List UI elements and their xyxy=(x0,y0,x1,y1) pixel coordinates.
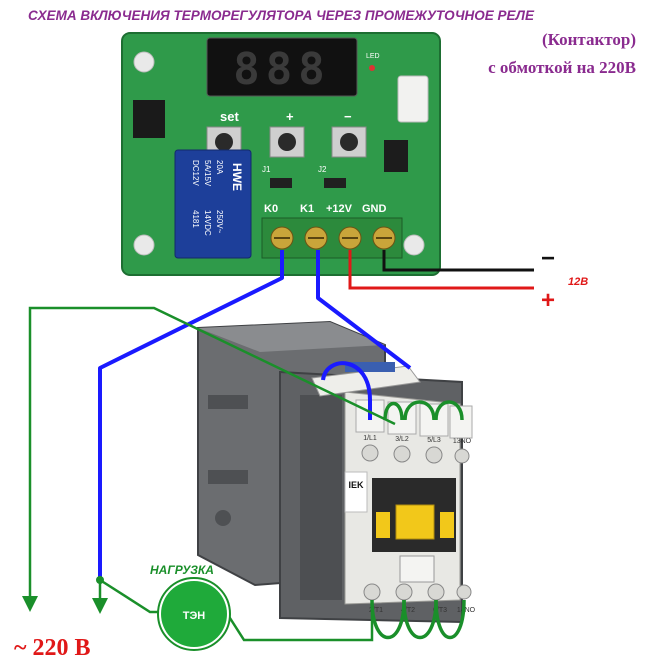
k1-wire xyxy=(316,250,412,370)
load-label: НАГРУЗКА xyxy=(150,563,214,577)
relay-brand: HWE xyxy=(230,163,244,191)
relay-voltage: DC12V xyxy=(191,160,200,186)
mount-hole xyxy=(403,234,425,256)
terminal-label-k0: K0 xyxy=(264,203,278,215)
contactor-screw xyxy=(215,510,231,526)
terminal-label-l1: 1/L1 xyxy=(363,435,377,442)
contactor-top xyxy=(198,322,385,352)
junction-dot xyxy=(96,576,104,584)
relay-markings: HWE 20A 5A/15V DC12V 250V~ 14VDC 4181 xyxy=(191,160,244,236)
control-wires xyxy=(98,250,412,580)
terminal-label-t2: 4/T2 xyxy=(401,607,415,614)
terminal-screw-k0[interactable] xyxy=(270,226,294,250)
load-return-wire xyxy=(226,600,374,642)
bottom-jumper-3 xyxy=(434,599,466,640)
contactor-rib xyxy=(208,395,248,409)
relay xyxy=(174,149,252,259)
gnd-wire xyxy=(382,250,534,272)
contactor-rib xyxy=(208,470,248,484)
terminal-label-13no: 13NO xyxy=(453,438,472,445)
smd-part xyxy=(270,178,292,188)
subtitle-line-2: с обмоткой на 220В xyxy=(488,58,636,77)
top-terminal-l3[interactable] xyxy=(419,403,449,464)
load: НАГРУЗКА ТЭН xyxy=(150,563,231,651)
plus-12v-wire xyxy=(348,250,534,290)
mains-voltage-label: ~ 220 В xyxy=(14,635,91,661)
contactor-side-face xyxy=(300,395,342,600)
relay-spec-3: 250V~ xyxy=(215,210,224,234)
plunger-right xyxy=(440,512,454,538)
relay-spec-2: 5A/15V xyxy=(203,160,212,187)
contactor: 1/L1 3/L2 5/L3 13NO IEK 2/T1 4/T2 6/T3 1… xyxy=(197,320,476,624)
sensor-connector xyxy=(397,75,429,123)
terminal-label-k1: K1 xyxy=(300,203,314,215)
diagram-title: СХЕМА ВКЛЮЧЕНИЯ ТЕРМОРЕГУЛЯТОРА ЧЕРЕЗ ПР… xyxy=(28,8,535,23)
button-plus-label: + xyxy=(286,109,294,124)
j2-label: J2 xyxy=(318,165,327,174)
regulator-chip xyxy=(384,140,408,172)
terminal-label-l3: 5/L3 xyxy=(427,437,441,444)
top-jumper-1 xyxy=(383,401,404,421)
mount-hole xyxy=(133,51,155,73)
dc-voltage-label: 12В xyxy=(568,276,588,288)
bottom-terminal-t1[interactable] xyxy=(363,583,381,601)
relay-spec-4: 14VDC xyxy=(203,210,212,236)
terminal-screw-gnd[interactable] xyxy=(372,226,396,250)
mains-arrow-left xyxy=(22,596,38,612)
led-display xyxy=(206,37,358,97)
power-wires xyxy=(22,306,466,642)
bottom-terminal-t2[interactable] xyxy=(395,583,413,601)
display-digits: 888 xyxy=(233,44,330,95)
thermostat-board: 888 LED set + − J1 J2 HWE xyxy=(121,32,441,276)
brand-text: IEK xyxy=(348,480,364,490)
minus-sign: − xyxy=(541,245,555,272)
mount-hole xyxy=(133,234,155,256)
terminal-label-l2: 3/L2 xyxy=(395,436,409,443)
top-jumper-2 xyxy=(403,400,436,421)
terminal-label-t3: 6/T3 xyxy=(433,607,447,614)
bottom-jumper-2 xyxy=(402,599,438,640)
terminal-label-14no: 14NO xyxy=(457,607,476,614)
button-set-label: set xyxy=(220,109,239,124)
dc-power-wires: − + 12В xyxy=(348,245,588,314)
subtitle-line-1: (Контактор) xyxy=(542,30,636,49)
coil-label-strip xyxy=(345,362,395,372)
relay-model: 4181 xyxy=(191,210,200,228)
top-terminal-13no[interactable] xyxy=(449,405,473,464)
minus-button[interactable] xyxy=(331,126,367,158)
terminal-screw-12v[interactable] xyxy=(338,226,362,250)
bottom-terminal-t3[interactable] xyxy=(427,583,445,601)
microcontroller-chip xyxy=(133,100,165,138)
brand-label xyxy=(344,471,368,513)
smd-part xyxy=(324,178,346,188)
k0-wire xyxy=(98,250,284,580)
plus-button[interactable] xyxy=(269,126,305,158)
plunger-yellow xyxy=(395,504,435,540)
terminal-label-gnd: GND xyxy=(362,203,387,215)
plus-sign: + xyxy=(541,287,555,314)
led-label: LED xyxy=(366,53,380,60)
heater-element xyxy=(161,581,227,647)
load-feed-wire xyxy=(99,578,158,614)
relay-spec-1: 20A xyxy=(215,160,224,175)
center-tab xyxy=(399,555,435,583)
j1-label: J1 xyxy=(262,165,271,174)
heater-label: ТЭН xyxy=(183,610,206,622)
bottom-terminal-14no[interactable] xyxy=(456,584,472,600)
mains-arrow-right xyxy=(92,598,108,614)
led-indicator xyxy=(369,65,375,71)
top-jumper-3 xyxy=(434,400,464,421)
terminal-label-12v: +12V xyxy=(326,203,353,215)
mains-phase-wire xyxy=(28,306,396,608)
button-minus-label: − xyxy=(344,109,352,124)
plunger-left xyxy=(376,512,390,538)
bottom-jumper-1 xyxy=(370,599,406,640)
terminal-label-t1: 2/T1 xyxy=(369,607,383,614)
coil-jumper xyxy=(321,361,372,420)
terminal-screw-k1[interactable] xyxy=(304,226,328,250)
